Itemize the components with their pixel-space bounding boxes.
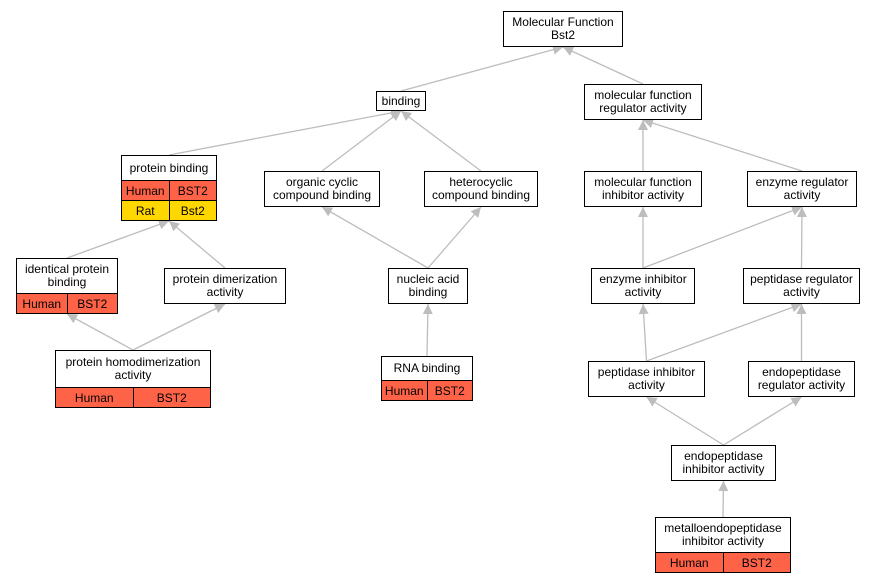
edge-arrowhead <box>718 481 729 492</box>
gene-cell: Bst2 <box>168 201 217 220</box>
edge-occb-to-binding <box>321 110 402 172</box>
annotation-row: Rat Bst2 <box>122 200 216 220</box>
go-term-label: molecular function regulator activity <box>594 88 692 115</box>
edge-nab-to-hcb <box>427 206 482 269</box>
go-term-label: protein binding <box>129 160 209 175</box>
go-term-label: RNA binding <box>393 361 461 375</box>
gene-cell: BST2 <box>132 388 211 407</box>
edge-arrowhead <box>796 304 807 314</box>
edge-pr-to-er <box>800 206 803 269</box>
edge-arrowhead <box>322 207 334 217</box>
go-term-label: Molecular Function Bst2 <box>512 15 614 42</box>
edge-arrowhead <box>401 111 412 121</box>
go-term-node-er[interactable]: enzyme regulator activity <box>747 171 857 207</box>
annotation-row: Human BST2 <box>656 552 790 572</box>
go-term-label: identical protein binding <box>24 262 110 289</box>
go-term-label: molecular function inhibitor activity <box>594 175 692 202</box>
go-term-label: binding <box>381 93 421 108</box>
edge-er-to-mfr <box>642 119 803 172</box>
edge-arrowhead <box>790 397 802 407</box>
edge-pb-to-binding <box>168 110 402 156</box>
edge-ei-to-er <box>642 206 803 269</box>
go-term-label: heterocyclic compound binding <box>431 175 531 202</box>
edge-arrowhead <box>638 120 648 130</box>
go-term-label: protein dimerization activity <box>172 272 278 299</box>
species-cell: Human <box>74 390 114 405</box>
edge-arrowhead <box>390 111 401 122</box>
edge-epi-to-pi <box>646 396 724 446</box>
go-term-label: nucleic acid binding <box>396 272 460 299</box>
go-term-label: protein homodimerization activity <box>65 355 201 382</box>
go-term-label: enzyme regulator activity <box>755 175 849 202</box>
gene-cell: BST2 <box>66 294 118 313</box>
species-cell: Rat <box>135 203 155 218</box>
go-term-node-pi[interactable]: peptidase inhibitor activity <box>588 361 705 397</box>
edge-arrowhead <box>790 205 802 216</box>
gene-cell: BST2 <box>168 181 217 200</box>
go-term-label: peptidase inhibitor activity <box>597 365 696 392</box>
edge-arrowhead <box>552 44 563 55</box>
annotation-row: Human BST2 <box>56 387 210 407</box>
gene-cell: BST2 <box>426 381 473 400</box>
go-term-label: enzyme inhibitor activity <box>599 272 687 299</box>
go-term-node-hcb[interactable]: heterocyclic compound binding <box>424 171 538 207</box>
edge-pda-to-pb <box>168 220 226 269</box>
edge-phd-to-pda <box>132 303 226 351</box>
edge-hcb-to-binding <box>400 110 482 172</box>
edge-arrowhead <box>169 221 180 232</box>
edge-pi-to-pr <box>646 303 802 362</box>
species-cell: Human <box>669 555 709 570</box>
edge-epi-to-epr <box>723 396 802 446</box>
edge-arrowhead <box>638 304 649 315</box>
edge-arrowhead <box>422 304 433 315</box>
edge-arrowhead <box>646 397 658 407</box>
edge-arrowhead <box>638 207 648 217</box>
edge-arrowhead <box>470 207 481 218</box>
go-term-label: endopeptidase regulator activity <box>757 365 846 392</box>
species-cell: Human <box>125 183 165 198</box>
species-cell: Human <box>22 296 62 311</box>
go-term-node-binding[interactable]: binding <box>376 91 426 111</box>
go-term-node-mf[interactable]: Molecular Function Bst2 <box>503 11 623 47</box>
go-term-label: endopeptidase inhibitor activity <box>682 449 765 476</box>
edge-arrowhead <box>796 207 807 218</box>
go-term-node-mfi[interactable]: molecular function inhibitor activity <box>584 171 702 207</box>
edge-mfr-to-mf <box>562 46 644 85</box>
go-term-node-epi[interactable]: endopeptidase inhibitor activity <box>671 445 776 481</box>
edge-ipb-to-pb <box>66 220 170 259</box>
go-term-label: metalloendopeptidase inhibitor activity <box>664 521 782 548</box>
gene-cell: BST2 <box>722 553 791 572</box>
edge-nab-to-occb <box>321 206 429 269</box>
go-term-label: organic cyclic compound binding <box>272 175 372 202</box>
go-term-node-epr[interactable]: endopeptidase regulator activity <box>748 361 855 397</box>
edge-arrowhead <box>213 304 225 313</box>
edge-arrowhead <box>563 46 575 56</box>
go-term-node-pda[interactable]: protein dimerization activity <box>164 268 286 304</box>
go-term-node-nab[interactable]: nucleic acid binding <box>388 268 468 304</box>
go-term-node-pr[interactable]: peptidase regulator activity <box>743 268 860 304</box>
species-cell: Human <box>384 383 424 398</box>
go-term-node-ei[interactable]: enzyme inhibitor activity <box>591 268 695 304</box>
edge-arrowhead <box>157 219 169 230</box>
edge-arrowhead <box>790 302 802 313</box>
go-term-label: peptidase regulator activity <box>750 272 853 299</box>
edge-arrowhead <box>643 118 655 128</box>
annotation-row: Human BST2 <box>17 293 117 313</box>
edge-phd-to-ipb <box>66 313 134 351</box>
edge-binding-to-mf <box>400 46 564 92</box>
go-term-node-mfr[interactable]: molecular function regulator activity <box>584 84 702 120</box>
go-term-node-occb[interactable]: organic cyclic compound binding <box>264 171 380 207</box>
edge-arrowhead <box>67 314 79 324</box>
